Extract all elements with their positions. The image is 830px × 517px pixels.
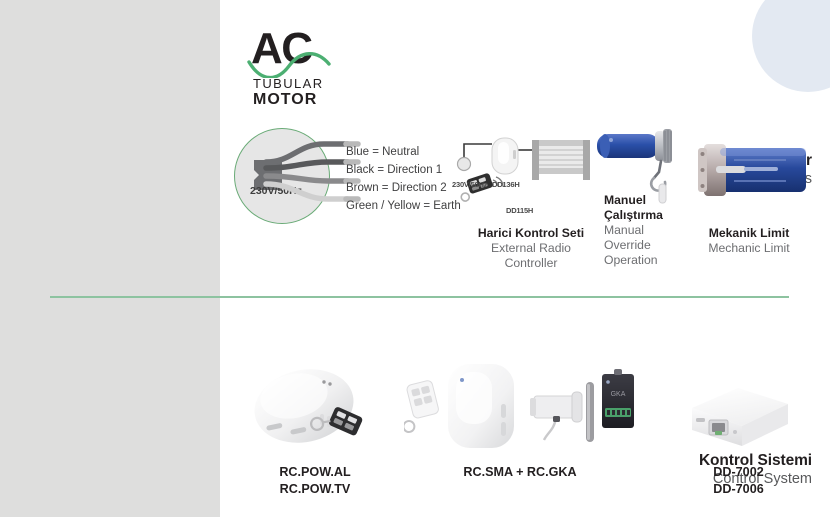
sidebar-item-control-system: Kontrol Sistemi Control System: [699, 452, 812, 489]
product-image-dd-gateway: [692, 388, 788, 446]
caption-rc-sma-line1: RC.SMA + RC.GKA: [463, 465, 577, 479]
wiring-legend: Blue = Neutral Black = Direction 1 Brown…: [346, 143, 461, 215]
external-radio-controller-group: 230V/50Hz DD136H DD115H: [452, 136, 597, 216]
logo-tubular-text: TUBULAR: [253, 76, 324, 91]
section-divider: [50, 296, 789, 298]
caption-external-radio-controller: Harici Kontrol Seti External Radio Contr…: [451, 226, 611, 271]
sidebar-control-title-en: Control System: [712, 470, 812, 487]
black-controller-icon: GKA: [602, 369, 634, 428]
caption-radio-tr: Harici Kontrol Seti: [477, 226, 585, 240]
manual-override-motor-image: [597, 129, 672, 204]
caption-dd-line1: DD-7002: [713, 465, 764, 479]
signal-waves-icon: [492, 176, 504, 187]
product-image-rc-sma-gka: GKA: [404, 364, 634, 448]
radio-remote-model-label: DD115H: [506, 206, 534, 215]
ac-tubular-motor-logo: AC TUBULAR MOTOR: [247, 24, 342, 108]
wiring-legend-item-blue: Blue = Neutral: [346, 146, 420, 158]
caption-manual-en-1: Manual: [604, 222, 644, 237]
radio-receiver-model-label: DD136H: [492, 180, 520, 189]
wiring-legend-item-black: Black = Direction 1: [346, 164, 443, 176]
caption-dd-line2: DD-7006: [713, 482, 764, 496]
caption-product-rc-pow: RC.POW.AL RC.POW.TV: [245, 464, 385, 498]
caption-manual-en-2: Override: [604, 237, 651, 252]
caption-rc-pow-line1: RC.POW.AL: [279, 465, 351, 479]
caption-manual-override: Manuel Çalıştırma Manual Override Operat…: [604, 193, 684, 267]
wiring-legend-item-brown: Brown = Direction 2: [346, 182, 447, 194]
caption-radio-en-1: External Radio: [491, 240, 571, 255]
radio-power-label: 230V/50Hz: [452, 180, 488, 189]
svg-text:GKA: GKA: [611, 391, 626, 398]
white-remote-icon: [404, 380, 439, 434]
caption-product-rc-sma-gka: RC.SMA + RC.GKA: [420, 464, 620, 481]
logo-ac-text: AC: [251, 24, 313, 73]
logo-motor-text: MOTOR: [253, 91, 318, 108]
caption-rc-pow-line2: RC.POW.TV: [279, 482, 351, 496]
gka-module-icon: [530, 391, 583, 441]
caption-manual-en-3: Operation: [604, 252, 658, 267]
wire-bundle-icon: [263, 141, 361, 202]
remote-fob-icon: [460, 173, 493, 202]
sidebar-control-title-tr: Kontrol Sistemi: [698, 452, 812, 469]
caption-manual-tr-1: Manuel: [604, 193, 646, 207]
caption-limit-tr: Mekanik Limit: [708, 226, 790, 240]
caption-mechanic-limit: Mekanik Limit Mechanic Limit: [685, 226, 813, 256]
keyfob-remote-icon: [310, 407, 363, 436]
logo-green-wave-icon: [247, 52, 331, 78]
caption-limit-en: Mechanic Limit: [708, 240, 790, 255]
decorative-circle: [752, 0, 830, 92]
radio-controller-diagram-icon: [456, 137, 590, 202]
wiring-legend-item-earth: Green / Yellow = Earth: [346, 200, 461, 212]
caption-product-dd: DD-7002 DD-7006: [676, 464, 801, 498]
caption-radio-en-2: Controller: [504, 255, 558, 270]
mechanic-limit-image: [698, 144, 806, 196]
roller-shutter-icon: [532, 140, 590, 180]
product-image-rc-pow: [254, 369, 363, 443]
logo-mark: AC: [247, 24, 342, 80]
sidebar: [0, 0, 220, 517]
caption-manual-tr-2: Çalıştırma: [604, 207, 663, 222]
